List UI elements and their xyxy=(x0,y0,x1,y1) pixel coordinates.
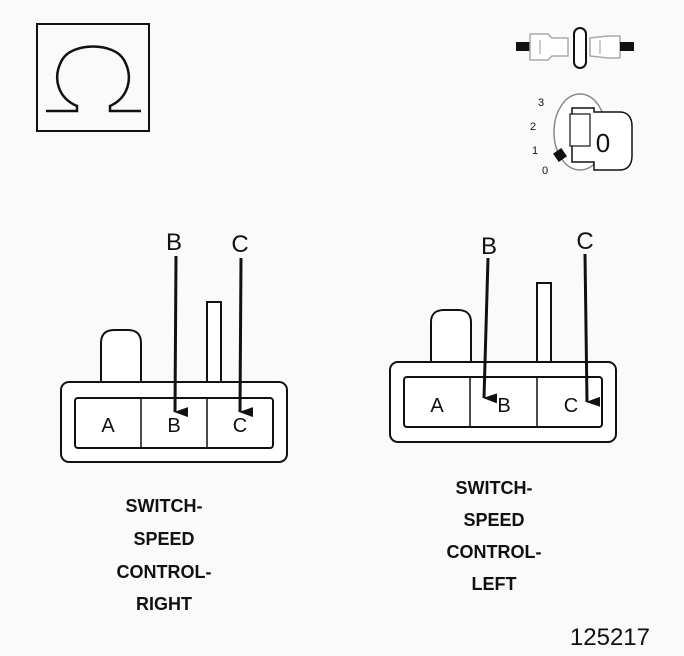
figure-number: 125217 xyxy=(570,624,650,651)
pin-cavity xyxy=(403,376,603,428)
probe-b-label: B xyxy=(481,233,497,260)
key-position-1: 1 xyxy=(532,145,538,157)
probe-c-label: C xyxy=(231,231,248,258)
probe-c-label: C xyxy=(576,228,593,255)
probe-c-arrow xyxy=(238,257,254,418)
pin-a-label: A xyxy=(430,395,444,417)
pin-c-label: C xyxy=(233,415,247,437)
svg-text:SWITCH-: SWITCH- xyxy=(126,496,203,516)
key-off-label: 0 xyxy=(596,128,610,158)
caption-right: SWITCH- SPEED CONTROL- RIGHT xyxy=(117,496,212,614)
key-position-3: 3 xyxy=(538,97,544,109)
connector-latch xyxy=(430,309,472,362)
ignition-key-icon: 3 2 1 0 0 xyxy=(530,93,633,177)
connector-latch xyxy=(100,329,142,382)
disconnected-connector-icon xyxy=(516,27,634,69)
probe-b-label: B xyxy=(166,229,182,256)
svg-text:CONTROL-: CONTROL- xyxy=(117,562,212,582)
pin-a-label: A xyxy=(101,415,115,437)
connector-left: A B C B C SWITCH- SPEED CONTROL- LEFT xyxy=(389,228,617,594)
key-position-0: 0 xyxy=(542,165,548,177)
probe-b-arrow xyxy=(482,257,498,404)
connector-tab xyxy=(206,301,222,383)
pin-b-label: B xyxy=(497,395,510,417)
pin-b-label: B xyxy=(167,415,180,437)
connector-tab xyxy=(536,282,552,363)
svg-text:SWITCH-: SWITCH- xyxy=(456,478,533,498)
svg-text:SPEED: SPEED xyxy=(133,529,194,549)
caption-left: SWITCH- SPEED CONTROL- LEFT xyxy=(447,478,542,594)
connector-right: A B C B C SWITCH- SPEED CONTROL- RIGHT xyxy=(60,229,288,614)
ohm-icon xyxy=(46,45,141,113)
ohmmeter-symbol xyxy=(36,23,150,132)
svg-text:SPEED: SPEED xyxy=(463,510,524,530)
key-position-2: 2 xyxy=(530,121,536,133)
svg-text:LEFT: LEFT xyxy=(472,574,517,594)
svg-text:RIGHT: RIGHT xyxy=(136,594,192,614)
probe-b-arrow xyxy=(173,255,189,418)
svg-text:CONTROL-: CONTROL- xyxy=(447,542,542,562)
probe-c-arrow xyxy=(583,253,601,407)
pin-c-label: C xyxy=(564,395,578,417)
